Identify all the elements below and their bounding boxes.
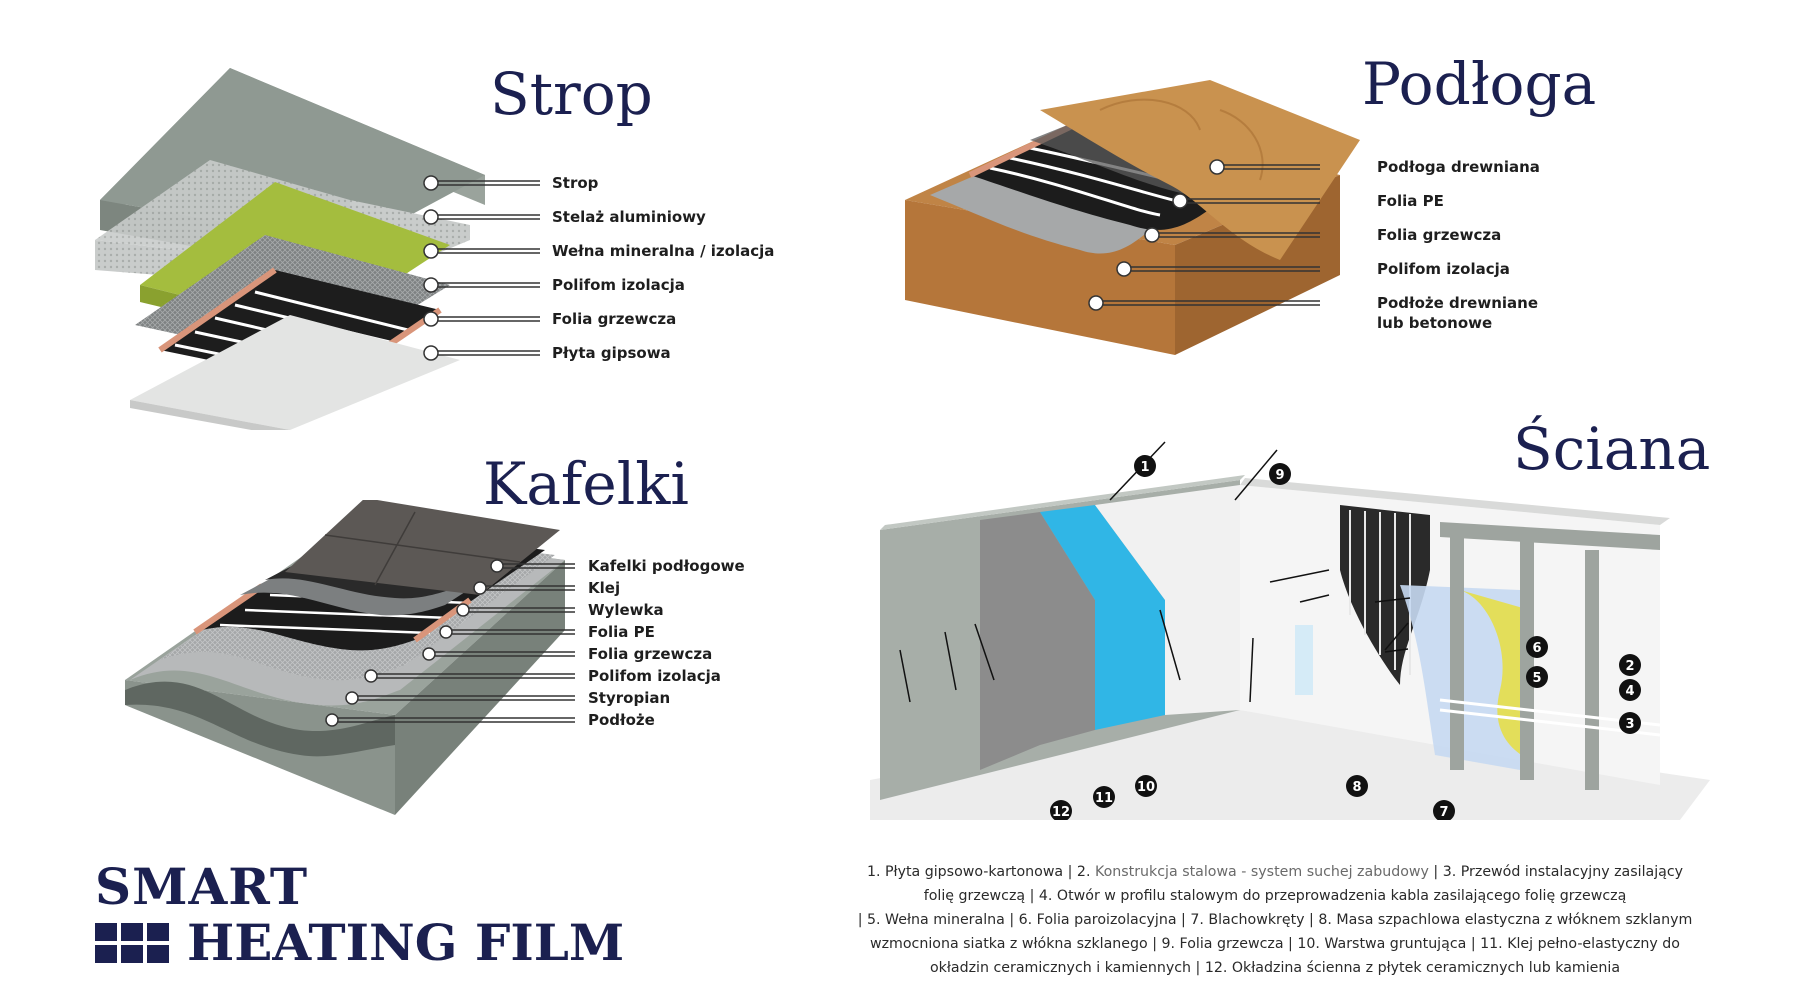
strop-label: Płyta gipsowa [552,344,671,362]
sciana-diagram [870,441,1710,820]
sciana-marker-7: 7 [1433,800,1455,820]
kafelki-label: Wylewka [588,601,664,619]
sciana-marker-6: 6 [1526,636,1548,658]
svg-text:9: 9 [1275,468,1284,483]
sciana-marker-8: 8 [1346,775,1368,797]
podloga-title: Podłoga [1362,50,1597,118]
grid-icon [95,923,169,963]
svg-text:7: 7 [1439,805,1448,820]
sciana-marker-12: 12 [1050,800,1072,820]
svg-text:6: 6 [1532,641,1541,656]
sciana-marker-10: 10 [1135,775,1157,797]
sciana-legend: 1. Płyta gipsowo-kartonowa | 2. Konstruk… [850,860,1700,980]
strop-label: Wełna mineralna / izolacja [552,242,775,260]
svg-text:3: 3 [1625,717,1634,732]
svg-text:5: 5 [1532,671,1541,686]
brand-logo: SMART HEATING FILM [95,862,624,968]
legend-line: wzmocniona siatka z włókna szklanego | 9… [870,936,1680,952]
sciana-marker-4: 4 [1619,679,1641,701]
legend-line: folię grzewczą | 4. Otwór w profilu stal… [923,888,1627,904]
svg-text:10: 10 [1137,780,1155,795]
sciana-marker-5: 5 [1526,666,1548,688]
podloga-layer-wood [1040,80,1360,260]
podloga-label: Folia PE [1377,192,1444,210]
sciana-marker-9: 9 [1269,463,1291,485]
podloga-label: lub betonowe [1377,314,1493,332]
sciana-layer-primer [1040,505,1165,730]
svg-text:4: 4 [1625,684,1634,699]
sciana-marker-11: 11 [1093,786,1115,808]
podloga-label: Polifom izolacja [1377,260,1510,278]
legend-line: 1. Płyta gipsowo-kartonowa | 2. Konstruk… [866,864,1684,880]
strop-title: Strop [490,60,653,128]
strop-layer-gypsum [130,315,460,430]
kafelki-label: Folia grzewcza [588,645,713,663]
sciana-title: Ściana [1513,415,1711,483]
sciana-marker-3: 3 [1619,712,1641,734]
sciana-marker-1: 1 [1134,455,1156,477]
kafelki-label: Polifom izolacja [588,667,721,685]
kafelki-diagram [125,500,575,815]
svg-text:1: 1 [1140,460,1149,475]
svg-text:11: 11 [1095,791,1113,806]
svg-text:12: 12 [1052,805,1070,820]
kafelki-label: Folia PE [588,623,655,641]
podloga-diagram [905,80,1360,355]
podloga-label: Folia grzewcza [1377,226,1502,244]
podloga-label: Podłoga drewniana [1377,158,1540,176]
strop-label: Folia grzewcza [552,310,677,328]
kafelki-label: Podłoże [588,711,655,729]
legend-line: okładzin ceramicznych i kamiennych | 12.… [929,960,1621,976]
sciana-layer-foil [1340,505,1430,685]
sciana-marker-2: 2 [1619,654,1641,676]
brand-line1: SMART [95,857,309,916]
legend-line: | 5. Wełna mineralna | 6. Folia paroizol… [857,912,1693,928]
brand-line2-row: HEATING FILM [95,918,624,968]
strop-label: Polifom izolacja [552,276,685,294]
kafelki-label: Klej [588,579,621,597]
kafelki-label: Styropian [588,689,671,707]
kafelki-layer-tiles [285,500,560,595]
strop-diagram [95,68,540,430]
kafelki-label: Kafelki podłogowe [588,557,745,575]
brand-line2: HEATING FILM [187,913,625,972]
kafelki-title: Kafelki [483,450,689,518]
podloga-label: Podłoże drewniane [1377,294,1538,312]
sciana-markers: 1 9 2 4 3 6 5 7 8 10 11 12 [1050,455,1641,820]
svg-text:2: 2 [1625,659,1634,674]
svg-text:8: 8 [1352,780,1361,795]
strop-label: Stelaż aluminiowy [552,208,706,226]
strop-label: Strop [552,174,599,192]
